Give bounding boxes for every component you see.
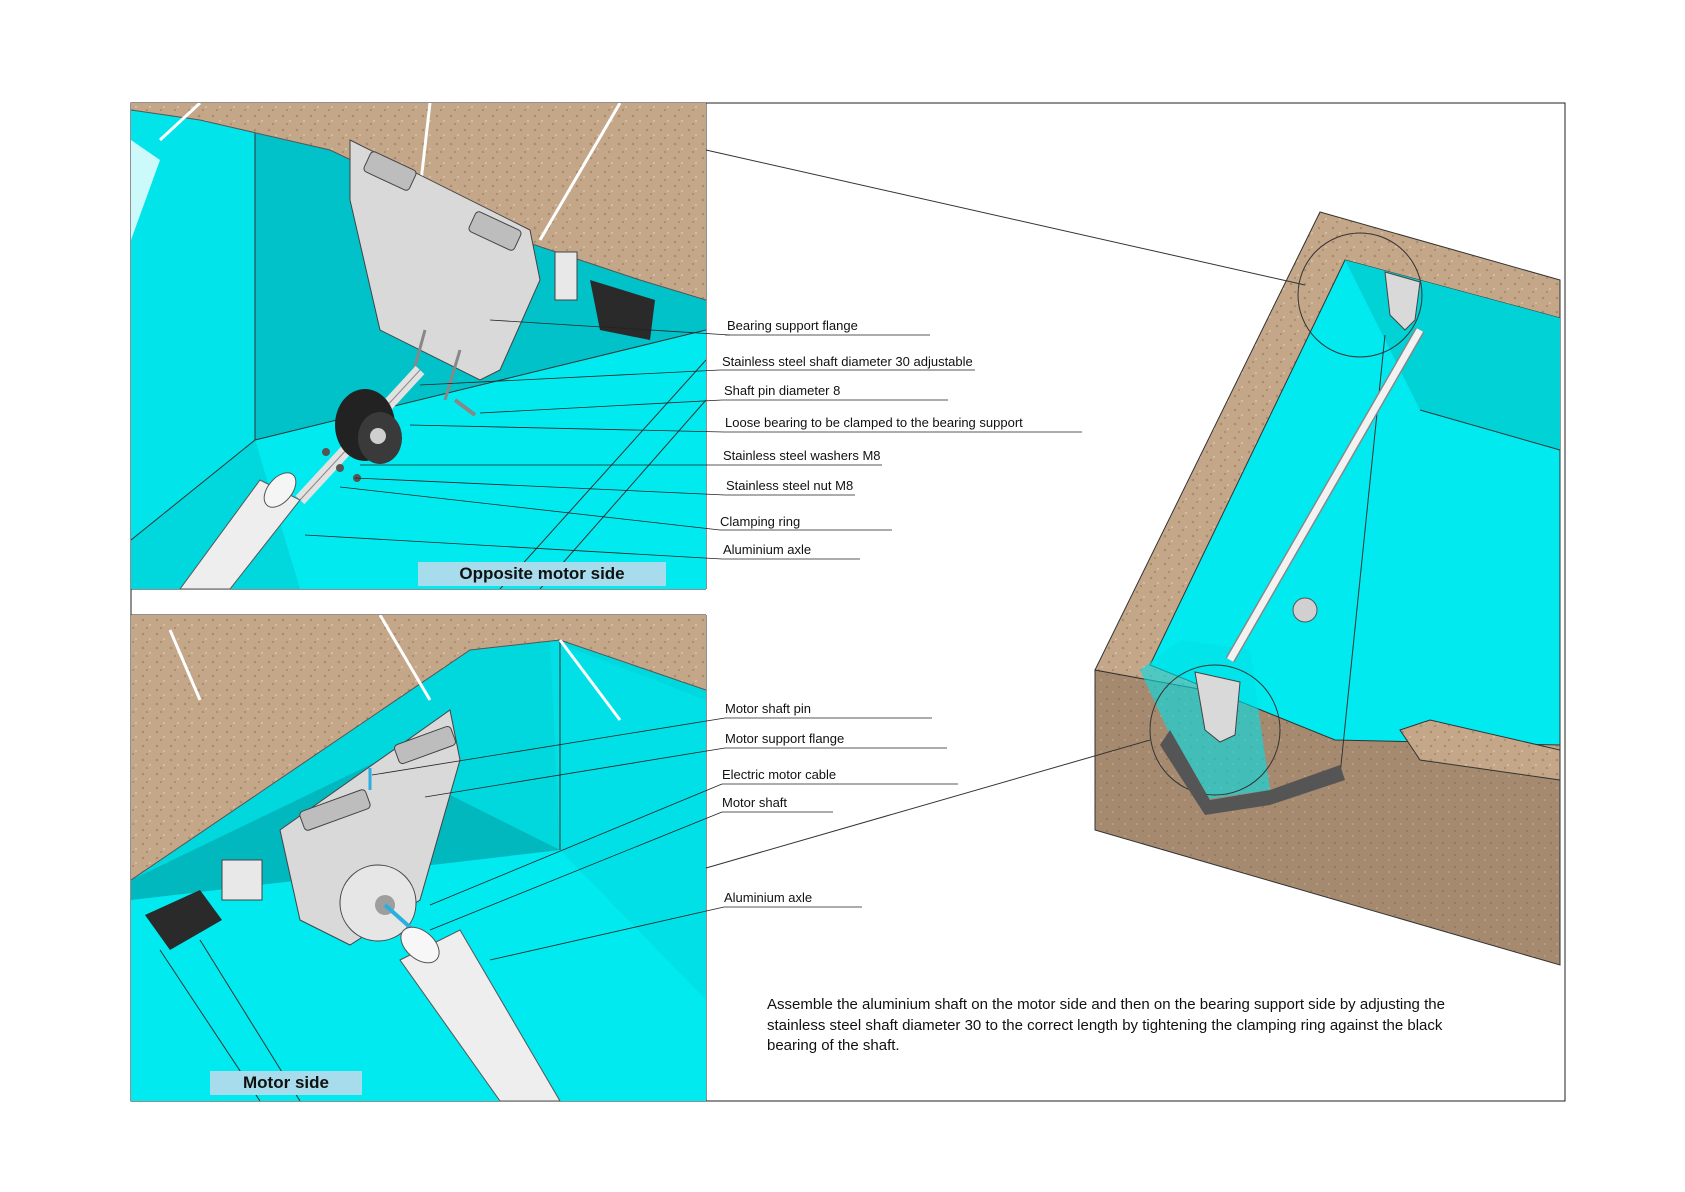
label-loose-bearing: Loose bearing to be clamped to the beari…: [725, 415, 1023, 430]
motor-side-view: [131, 615, 706, 1101]
pool-overview: [705, 149, 1561, 966]
label-motor-shaft-pin: Motor shaft pin: [725, 701, 811, 716]
assembly-instructions: Assemble the aluminium shaft on the moto…: [767, 996, 1445, 1054]
label-electric-motor-cable: Electric motor cable: [722, 767, 837, 782]
motor-side-tag: Motor side: [210, 1071, 362, 1095]
label-aluminium-axle-bottom: Aluminium axle: [724, 890, 813, 905]
label-nut: Stainless steel nut M8: [726, 478, 854, 493]
label-motor-shaft: Motor shaft: [722, 795, 788, 810]
label-motor-support-flange: Motor support flange: [725, 731, 845, 746]
label-bearing-support-flange: Bearing support flange: [727, 318, 858, 333]
label-clamping-ring: Clamping ring: [720, 514, 801, 529]
label-aluminium-axle-top: Aluminium axle: [723, 542, 812, 557]
label-shaft-pin: Shaft pin diameter 8: [724, 383, 841, 398]
label-washers: Stainless steel washers M8: [723, 448, 881, 463]
leader-lines-bottom: [371, 717, 958, 961]
label-stainless-steel-shaft: Stainless steel shaft diameter 30 adjust…: [722, 354, 973, 369]
opposite-motor-side-tag: Opposite motor side: [418, 562, 666, 586]
opposite-motor-side-view: [131, 103, 706, 589]
outer-frame: [130, 102, 1566, 1102]
leader-lines-top: [304, 319, 1082, 560]
